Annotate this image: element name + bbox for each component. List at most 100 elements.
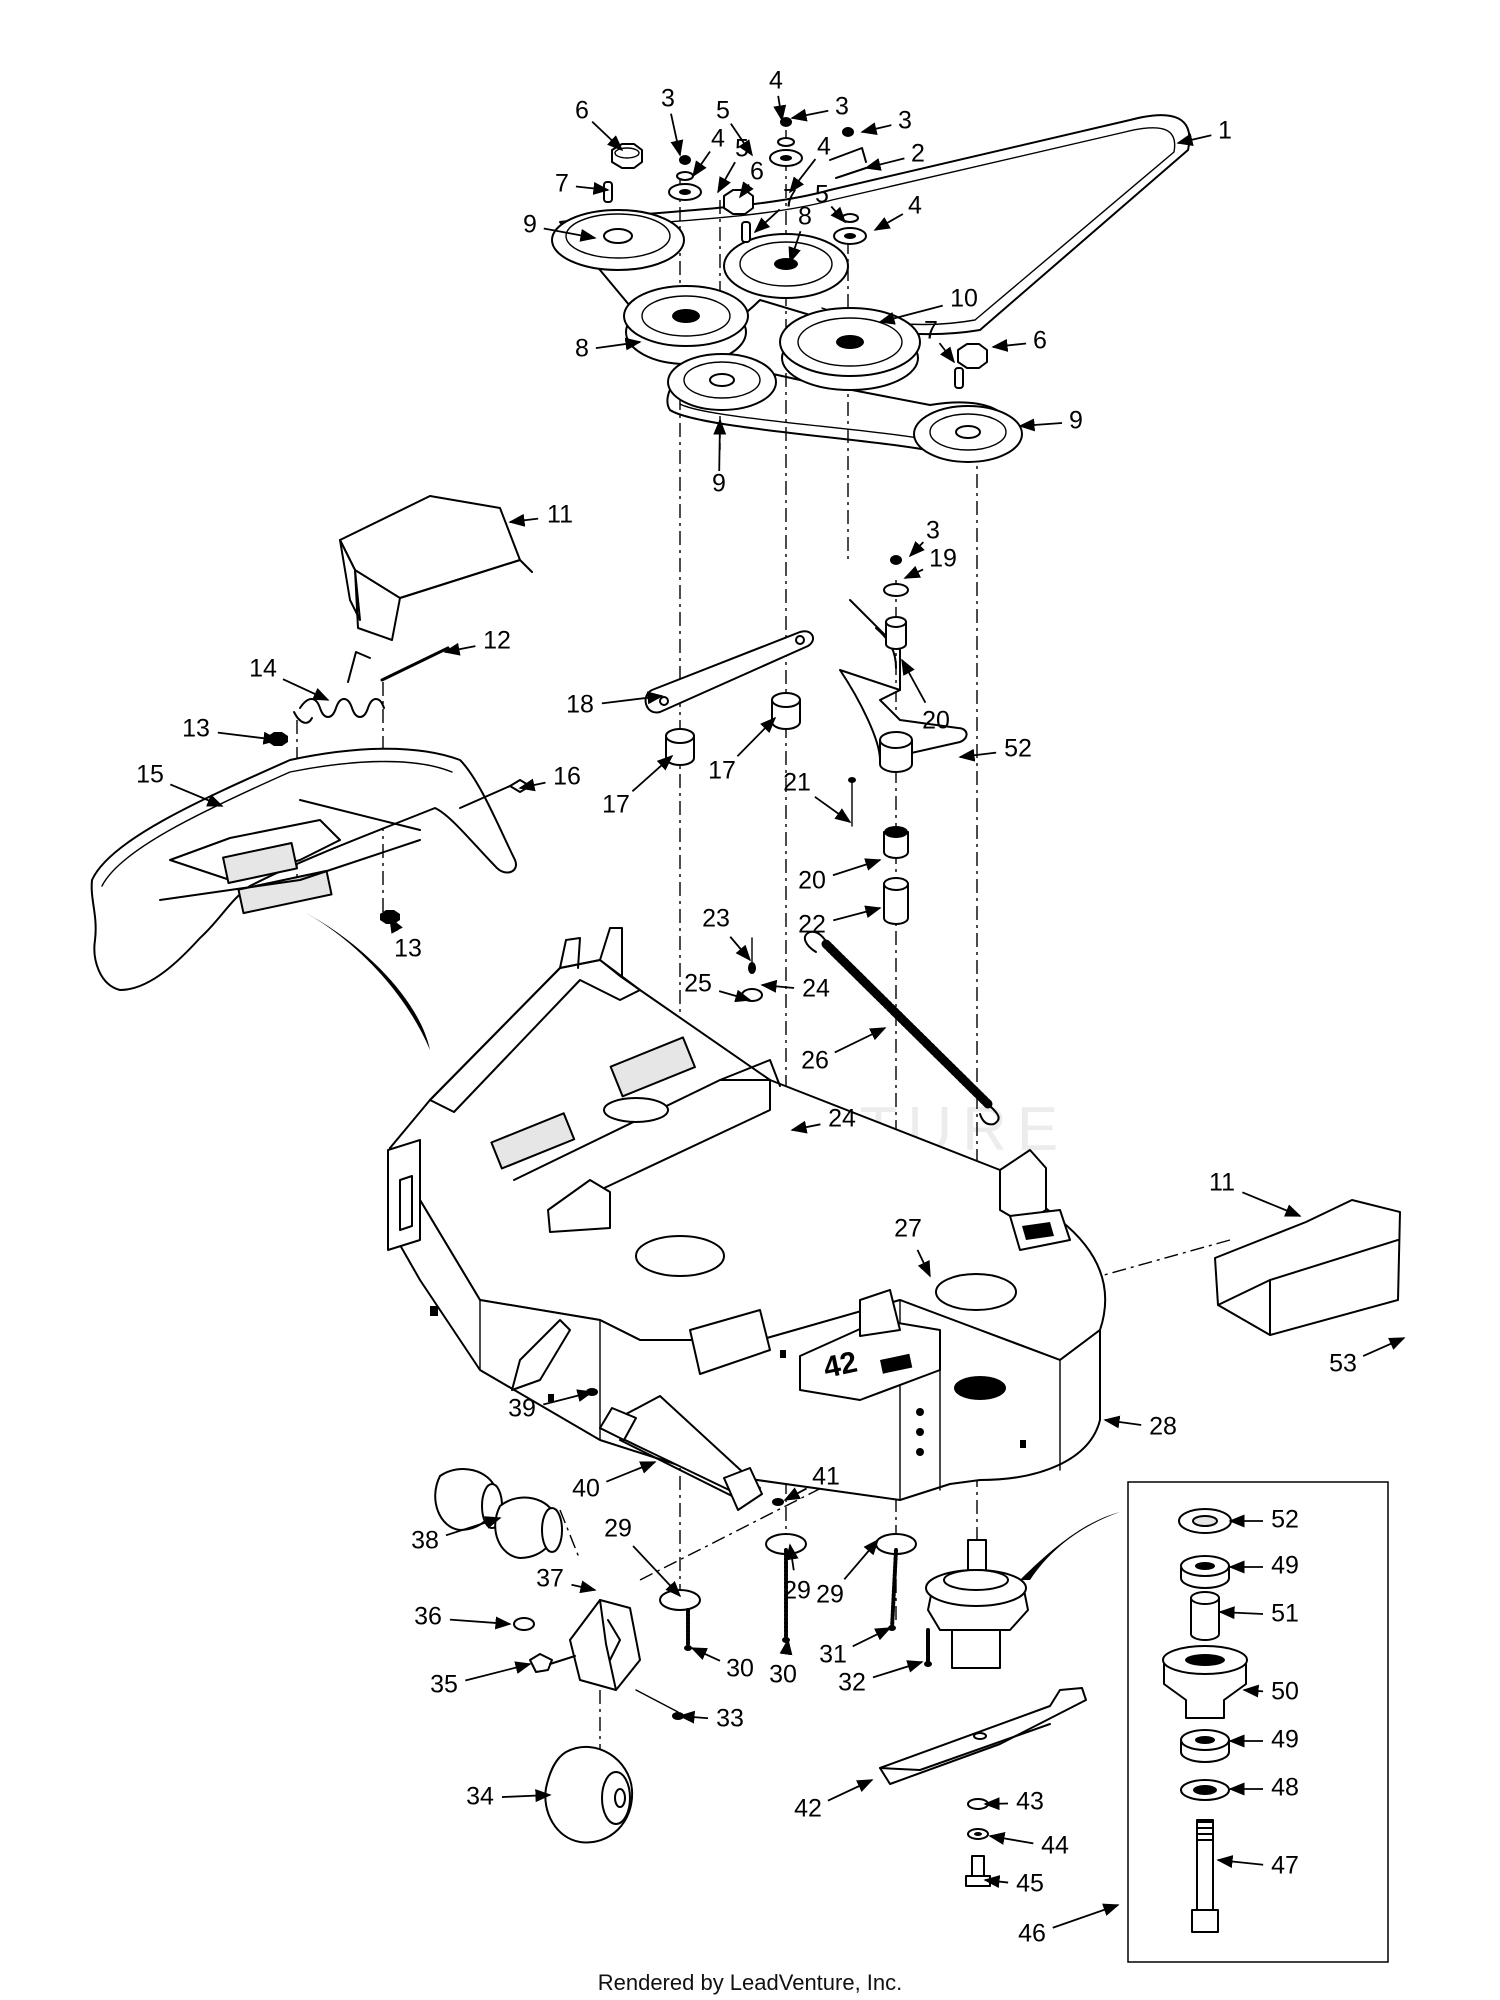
callout-30: 30 [690, 1647, 754, 1683]
callout-label: 36 [414, 1603, 442, 1631]
callout-43: 43 [983, 1788, 1044, 1816]
callout-11: 11 [1209, 1169, 1302, 1217]
callout-5: 5 [815, 181, 847, 224]
callout-leader-arrow [753, 208, 781, 234]
callout-leader-arrow [1216, 1855, 1264, 1868]
callout-13: 13 [389, 916, 422, 963]
callout-label: 29 [604, 1515, 632, 1543]
callout-label: 23 [702, 905, 730, 933]
callout-29: 29 [816, 1538, 880, 1609]
callout-label: 5 [716, 97, 730, 125]
callout-label: 18 [566, 691, 594, 719]
callout-leader-arrow [282, 678, 330, 701]
callout-label: 7 [783, 185, 797, 213]
callout-label: 3 [898, 107, 912, 135]
callout-23: 23 [702, 905, 752, 962]
callout-2: 2 [864, 140, 925, 171]
callout-label: 48 [1271, 1774, 1299, 1802]
callout-leader-arrow [779, 1638, 793, 1656]
callout-label: 21 [783, 769, 811, 797]
callout-leader-arrow [445, 1516, 502, 1537]
callout-leader-arrow [773, 95, 787, 122]
roller-axle-40 [586, 1388, 784, 1511]
callout-label: 33 [716, 1705, 744, 1733]
callout-leader-arrow [1242, 1191, 1302, 1217]
callout-label: 2 [911, 140, 925, 168]
callout-label: 34 [466, 1783, 494, 1811]
callout-label: 46 [1018, 1920, 1046, 1948]
callout-label: 14 [249, 655, 277, 683]
spacers-17 [665, 692, 801, 766]
callout-26: 26 [801, 1027, 887, 1075]
gauge-wheel-34 [544, 1746, 634, 1844]
callout-17: 17 [708, 716, 777, 785]
callout-label: 3 [926, 517, 940, 545]
callout-leader-arrow [832, 858, 882, 877]
callout-leader-arrow [864, 157, 905, 171]
callout-leader-arrow [852, 1627, 892, 1648]
callout-label: 30 [769, 1661, 797, 1689]
callout-5: 5 [717, 135, 749, 194]
callout-label: 11 [547, 501, 573, 529]
callout-label: 24 [802, 975, 830, 1003]
callout-label: 44 [1041, 1832, 1069, 1860]
callout-label: 25 [684, 970, 712, 998]
idler-bracket-52 [839, 599, 968, 827]
callout-leader-arrow [903, 565, 924, 579]
callout-leader-arrow [1176, 133, 1212, 146]
callout-leader-arrow [575, 181, 610, 195]
callout-label: 30 [726, 1655, 754, 1683]
callout-leader-arrow [988, 1832, 1034, 1845]
callout-leader-arrow [958, 748, 997, 762]
callout-5: 5 [716, 97, 753, 157]
callout-label: 8 [575, 335, 589, 363]
callout-15: 15 [136, 761, 224, 807]
callout-leader-arrow [217, 731, 280, 745]
callout-leader-arrow [785, 1543, 799, 1571]
callout-label: 9 [1069, 407, 1083, 435]
callout-leader-arrow [878, 304, 943, 325]
mower-blade-42 [879, 1687, 1087, 1785]
callout-leader-arrow [843, 1538, 880, 1580]
callout-24: 24 [790, 1105, 856, 1134]
callout-1: 1 [1176, 117, 1232, 146]
callout-label: 51 [1271, 1600, 1299, 1628]
callout-label: 20 [922, 707, 950, 735]
callout-39: 39 [508, 1389, 594, 1423]
callout-label: 4 [711, 125, 725, 153]
callout-leader-arrow [827, 1779, 874, 1802]
callout-label: 49 [1271, 1552, 1299, 1580]
callout-label: 4 [908, 192, 922, 220]
callout-label: 5 [735, 135, 749, 163]
callout-leader-arrow [830, 205, 847, 224]
callout-leader-arrow [449, 1616, 512, 1630]
spindle-assembly [925, 1512, 1120, 1669]
callout-18: 18 [566, 691, 664, 719]
callout-leader-arrow [983, 1875, 1009, 1889]
callout-7: 7 [753, 185, 797, 234]
callout-32: 32 [838, 1660, 924, 1697]
callout-40: 40 [572, 1461, 657, 1503]
belt-cover-right [1214, 1199, 1401, 1336]
pulley-9-right [913, 405, 1023, 463]
pulley-10-right [779, 307, 921, 391]
callout-leader-arrow [692, 150, 711, 178]
callout-label: 3 [835, 93, 849, 121]
callout-leader-arrow [1242, 1684, 1264, 1698]
callout-leader-arrow [670, 113, 684, 157]
callout-label: 45 [1016, 1870, 1044, 1898]
callout-leader-arrow [760, 979, 795, 993]
callout-11: 11 [508, 501, 573, 529]
callout-4: 4 [692, 125, 725, 178]
callout-leader-arrow [991, 339, 1027, 352]
callout-21: 21 [783, 769, 852, 823]
callout-9: 9 [712, 418, 727, 498]
callout-48: 48 [1228, 1774, 1299, 1802]
callout-label: 41 [812, 1463, 840, 1491]
callout-leader-arrow [1018, 418, 1063, 432]
callout-label: 29 [783, 1577, 811, 1605]
callout-leader-arrow [601, 691, 664, 705]
callout-leader-arrow [443, 642, 476, 656]
callout-leader-arrow [916, 1249, 931, 1278]
callout-52: 52 [958, 735, 1032, 763]
